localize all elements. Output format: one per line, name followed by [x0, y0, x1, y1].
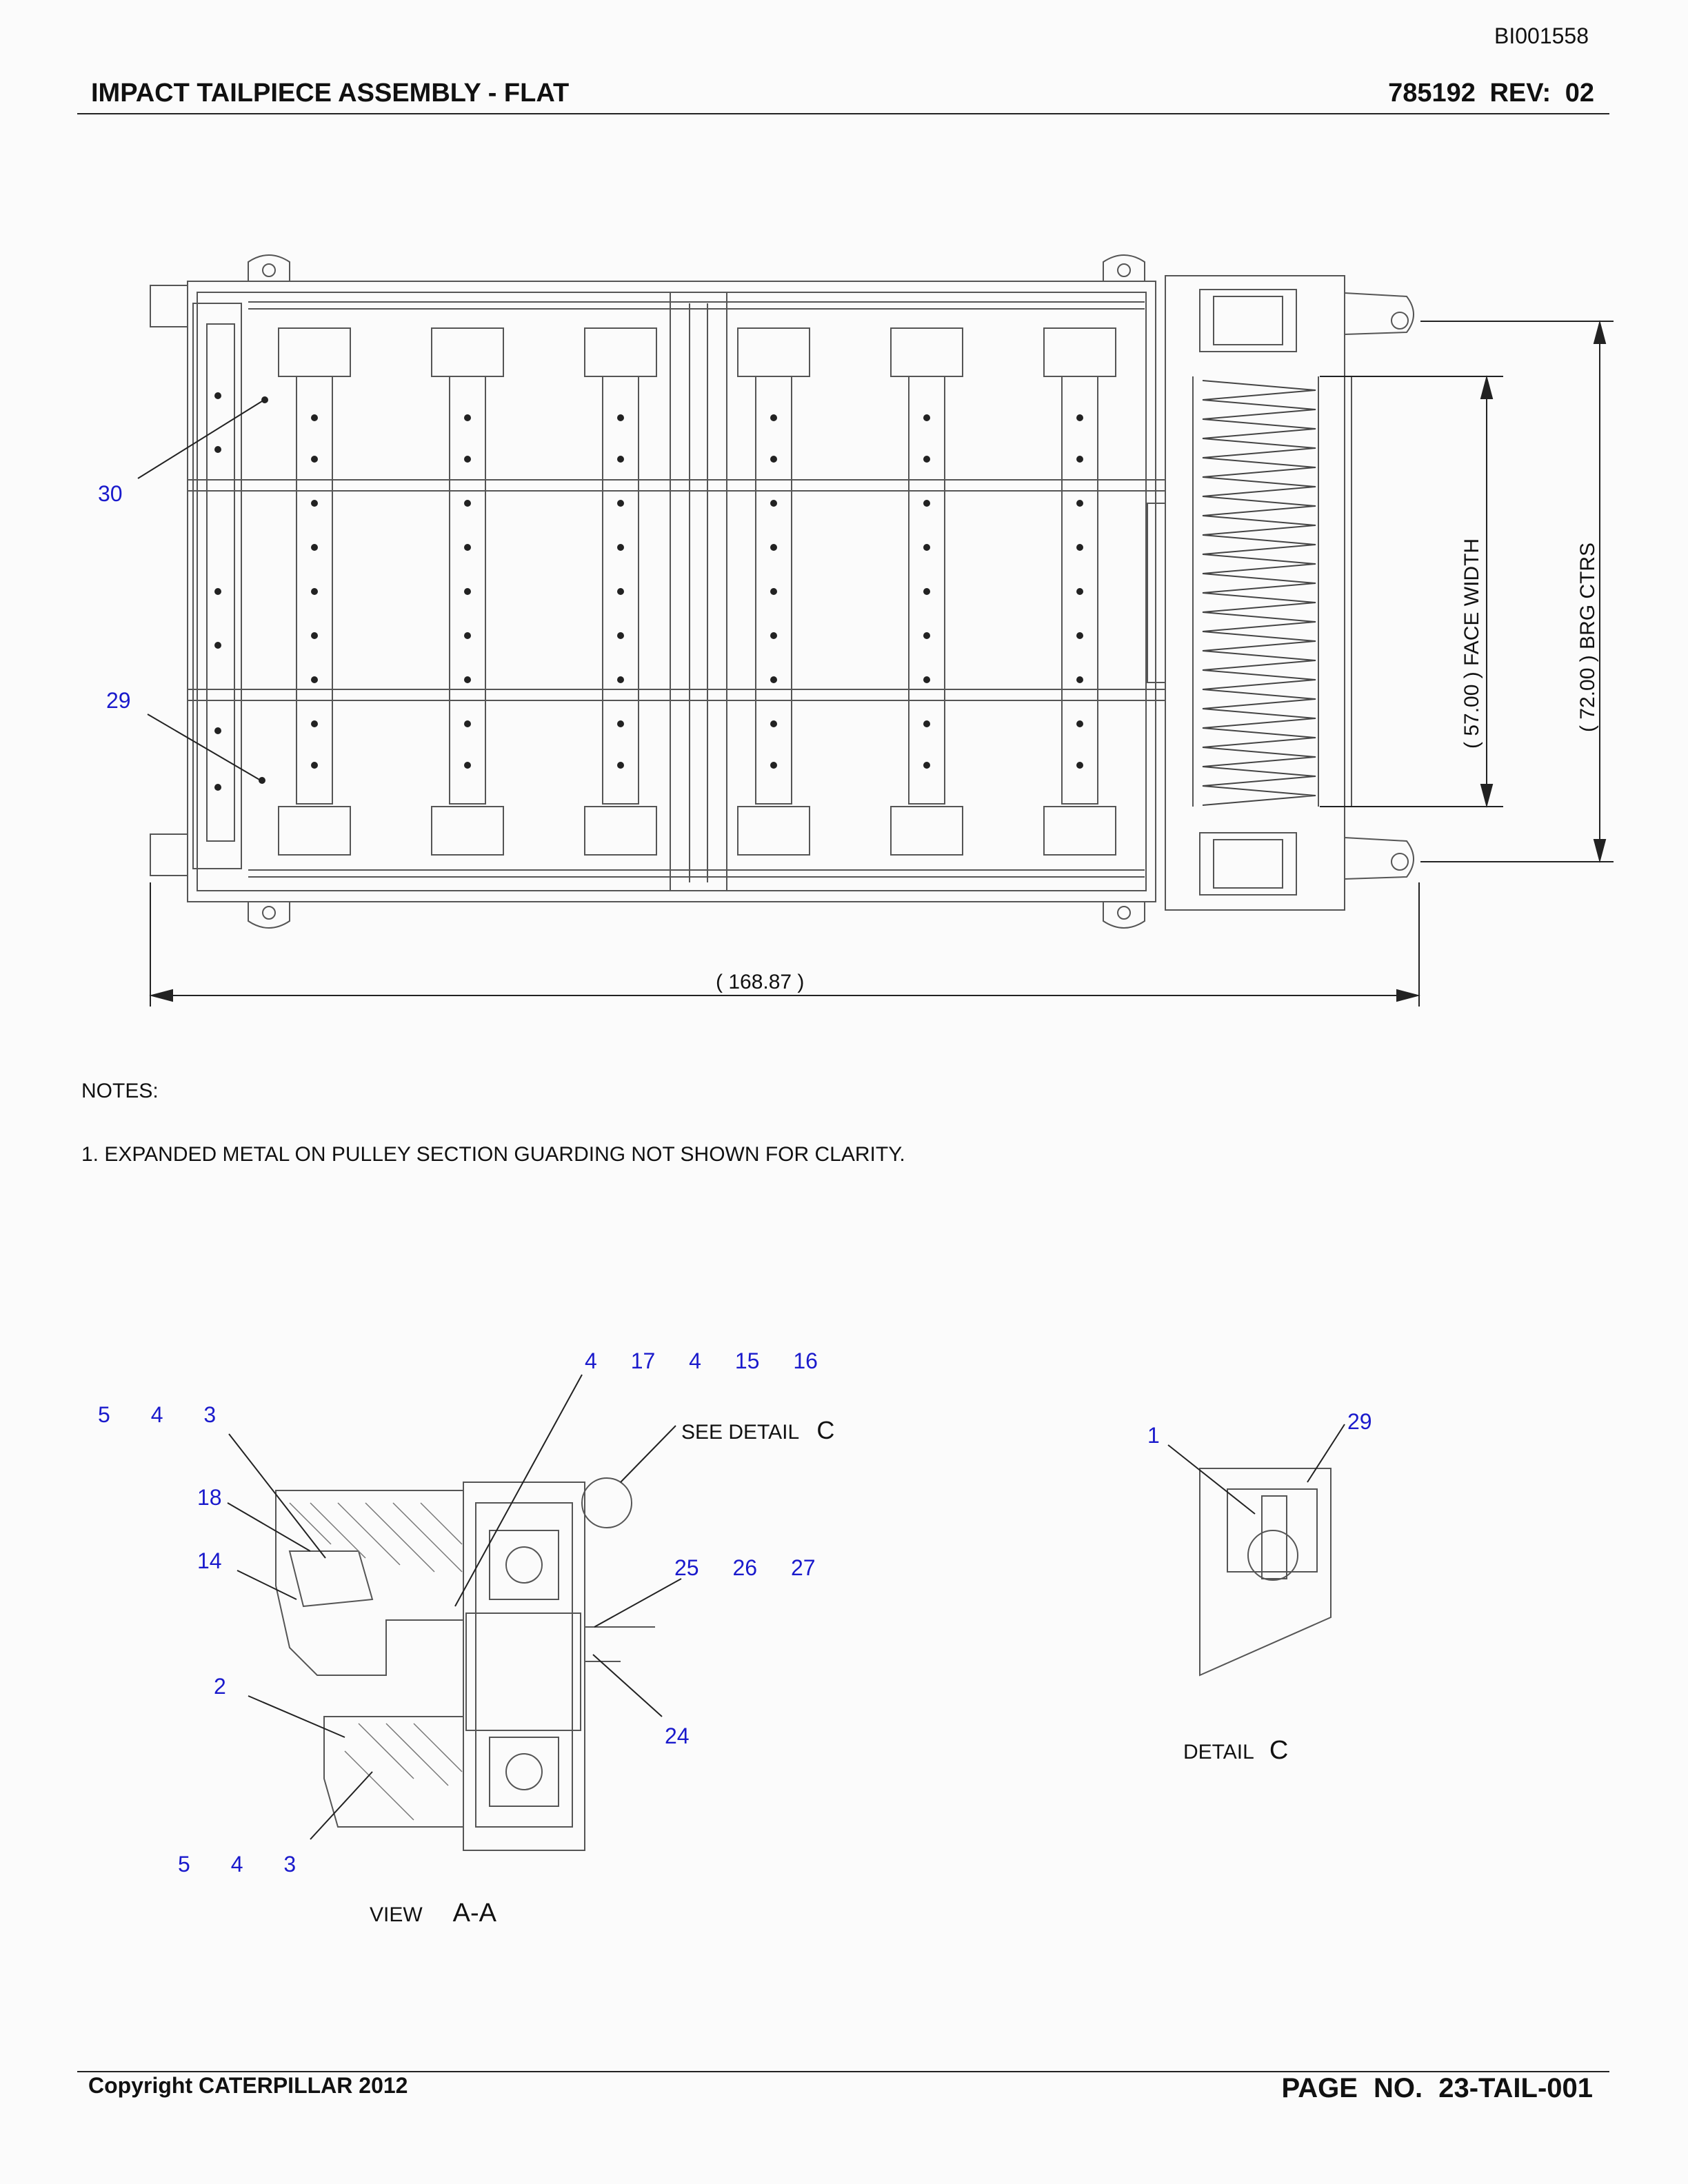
callout-25: 25: [674, 1555, 699, 1580]
view-label: VIEW: [370, 1903, 423, 1926]
callouts-top-right: 4 17 4 15 16: [585, 1348, 818, 1374]
dimension-face-width: ( 57.00 ) FACE WIDTH: [1460, 538, 1483, 749]
callout-27: 27: [790, 1555, 816, 1580]
notes-heading: NOTES:: [81, 1080, 159, 1102]
note-1: 1. EXPANDED METAL ON PULLEY SECTION GUAR…: [81, 1143, 905, 1166]
callout-4: 4: [230, 1852, 243, 1877]
callout-4: 4: [150, 1402, 163, 1427]
callout-2: 2: [214, 1674, 226, 1699]
callouts-bottom: 5 4 3: [178, 1852, 296, 1877]
document-id: BI001558: [1494, 23, 1589, 48]
footer-rule: [77, 2071, 1609, 2072]
callout-4: 4: [689, 1348, 701, 1373]
callout-3: 3: [283, 1852, 297, 1877]
detail-callout-1: 1: [1147, 1423, 1160, 1448]
wing-pulley-spiral: [1202, 380, 1316, 806]
callout-15: 15: [734, 1348, 760, 1373]
callout-14: 14: [197, 1548, 222, 1573]
callout-18: 18: [197, 1485, 222, 1510]
dimension-bearing-centers: ( 72.00 ) BRG CTRS: [1576, 542, 1599, 732]
callout-30: 30: [98, 481, 123, 506]
callout-5: 5: [178, 1852, 190, 1877]
detail-letter: C: [1269, 1736, 1289, 1765]
callout-4: 4: [585, 1348, 597, 1373]
section-label: A-A: [452, 1899, 497, 1928]
callout-16: 16: [793, 1348, 818, 1373]
callout-5: 5: [98, 1402, 110, 1427]
detail-callout-29: 29: [1347, 1409, 1372, 1434]
detail-c-drawing: [1199, 1468, 1332, 1677]
page-number: PAGE NO. 23-TAIL-001: [1281, 2073, 1594, 2103]
detail-text: DETAIL: [1183, 1741, 1254, 1763]
see-detail-letter: C: [816, 1416, 835, 1444]
callout-24: 24: [665, 1723, 690, 1748]
view-aa-label: VIEW A-A: [370, 1899, 496, 1928]
callout-17: 17: [630, 1348, 656, 1373]
copyright: Copyright CATERPILLAR 2012: [88, 2073, 408, 2098]
callouts-top-left: 5 4 3: [98, 1402, 216, 1428]
dimension-overall-length: ( 168.87 ): [716, 971, 805, 993]
see-detail-label: SEE DETAIL C: [681, 1416, 834, 1445]
drawing-title: IMPACT TAILPIECE ASSEMBLY - FLAT: [91, 79, 570, 108]
callout-3: 3: [203, 1402, 217, 1427]
detail-c-label: DETAIL C: [1183, 1736, 1288, 1766]
callout-26: 26: [732, 1555, 758, 1580]
view-aa-drawing: [275, 1477, 655, 1851]
part-number-revision: 785192 REV: 02: [1388, 79, 1594, 108]
callouts-mid-right: 25 26 27: [674, 1555, 816, 1581]
see-detail-text: SEE DETAIL: [681, 1421, 799, 1444]
header-rule: [77, 113, 1609, 114]
callout-29: 29: [106, 688, 131, 713]
